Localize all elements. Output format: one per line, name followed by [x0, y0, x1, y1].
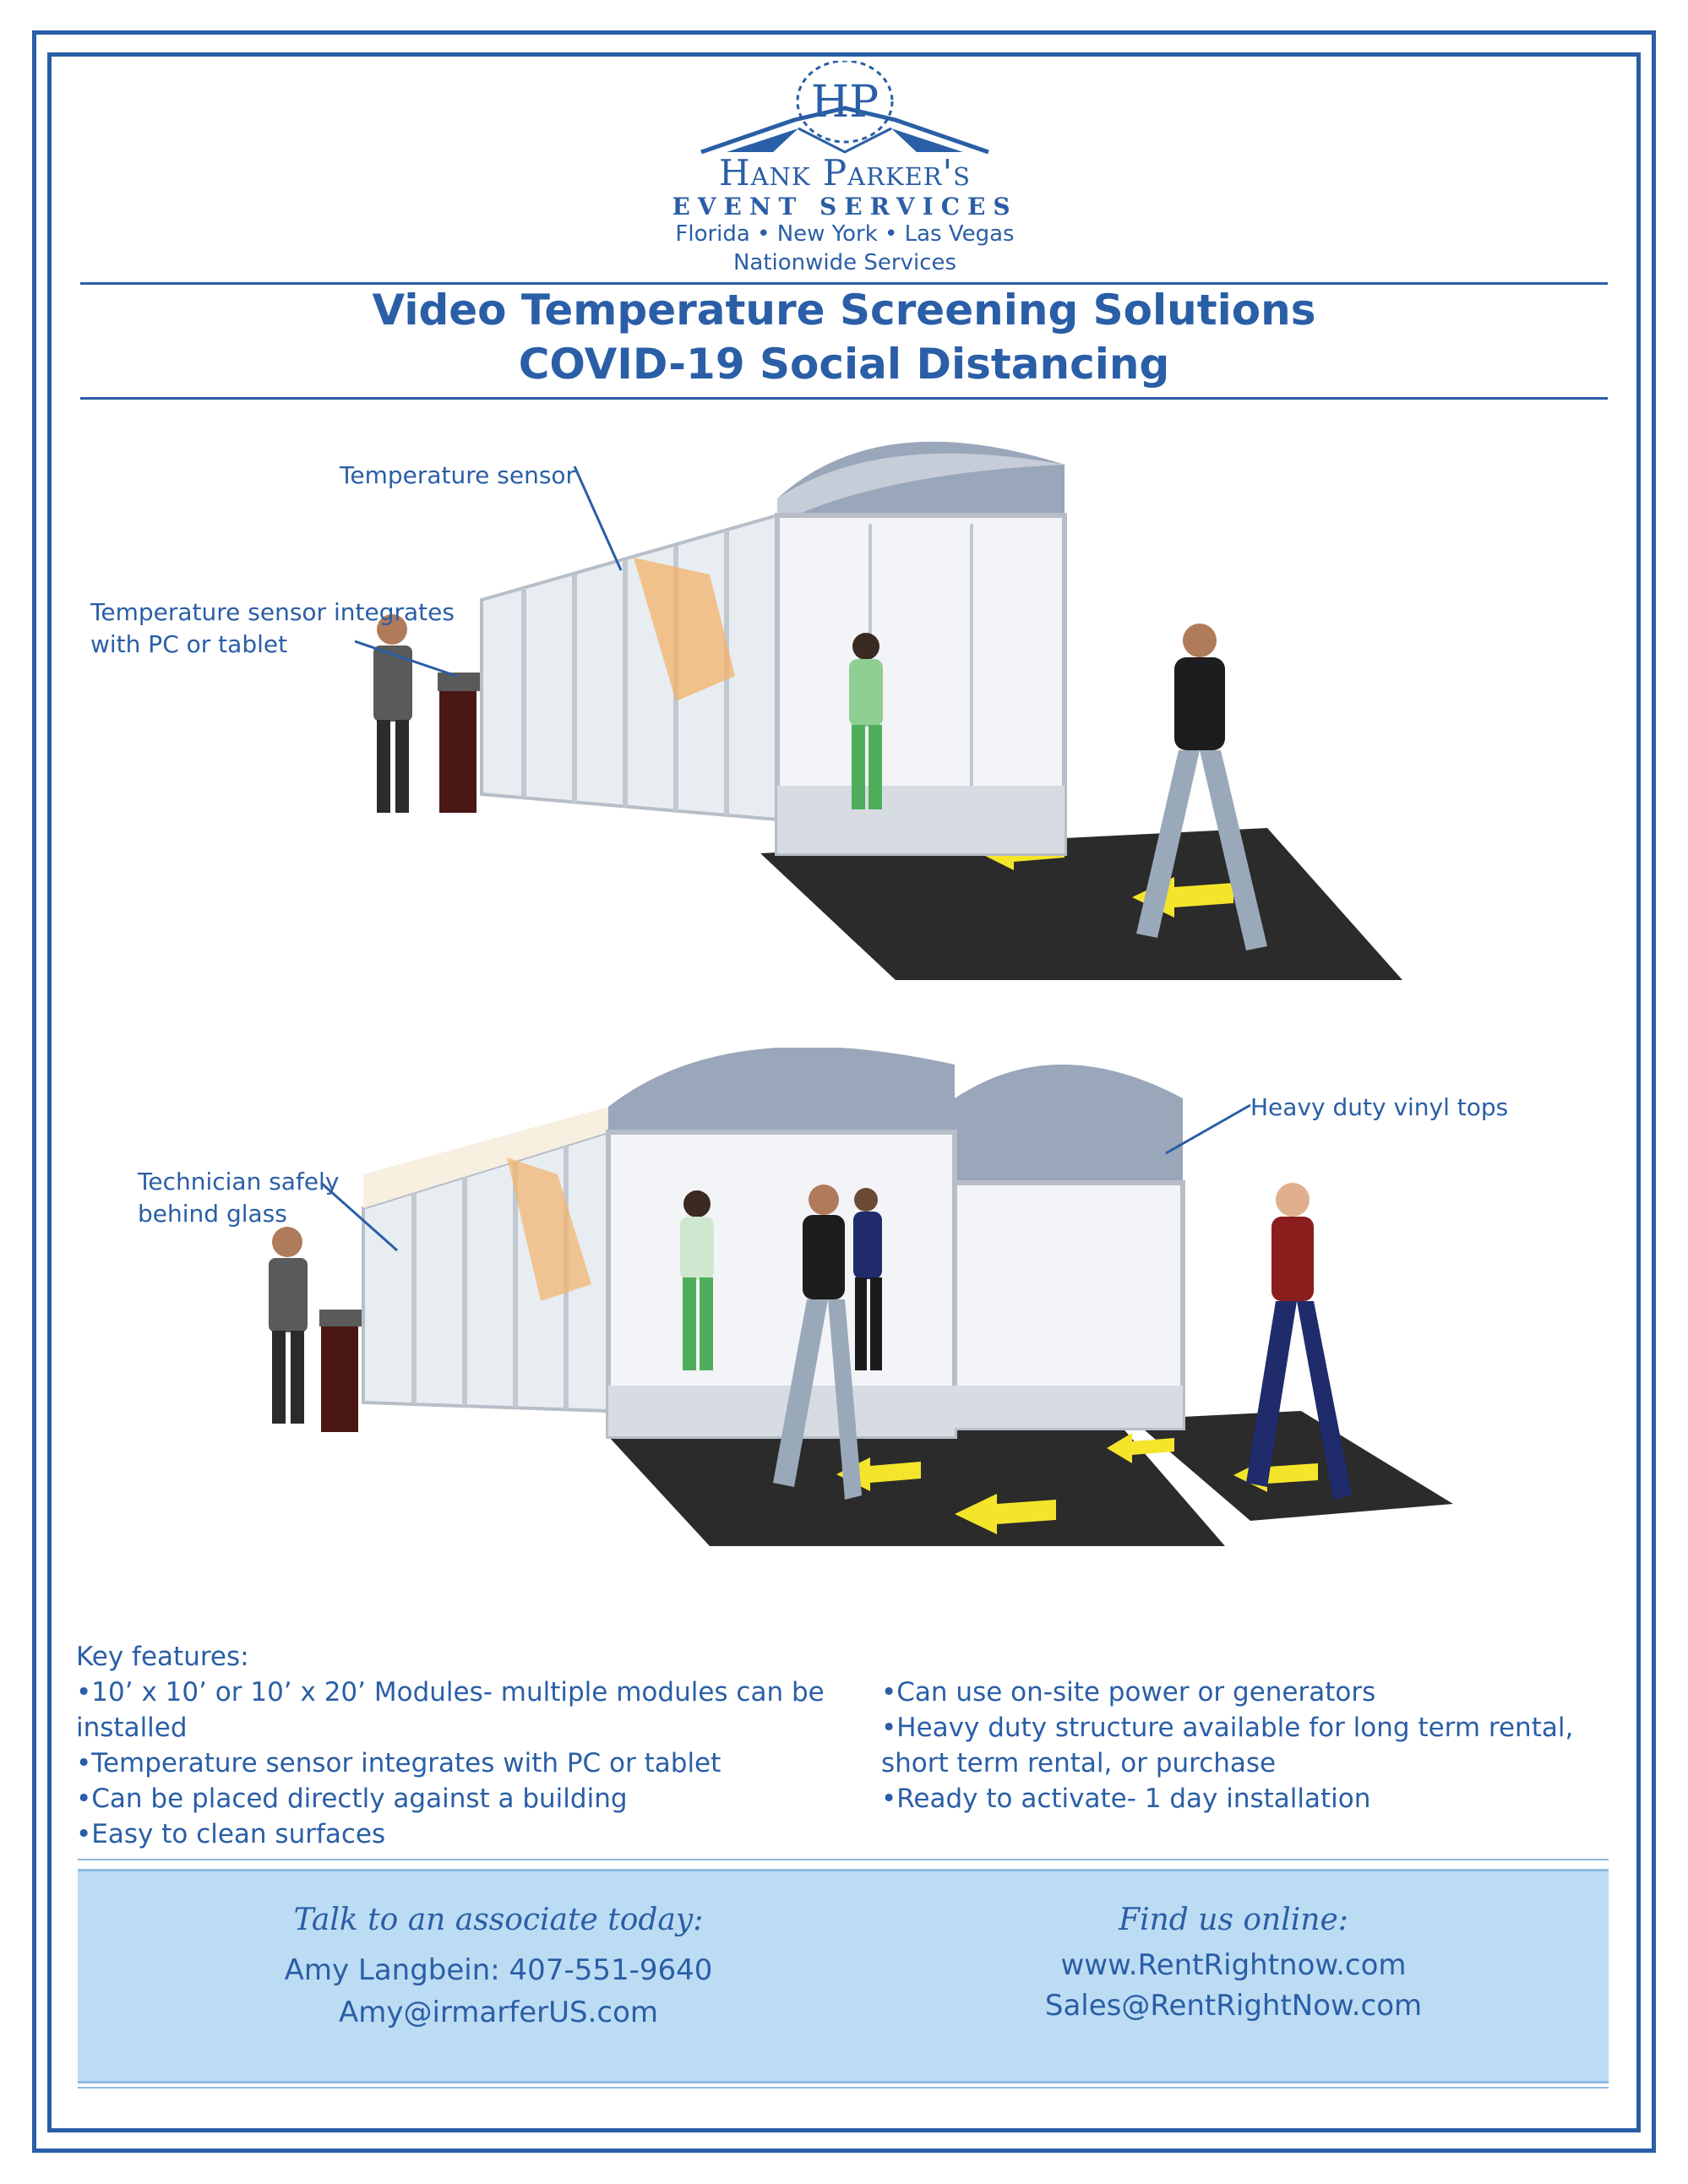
- page-title-line1: Video Temperature Screening Solutions: [372, 286, 1316, 335]
- features-heading: Key features:: [76, 1642, 249, 1672]
- tablet: [319, 1310, 362, 1326]
- brand-subtitle: EVENT SERVICES: [672, 193, 1018, 221]
- title-rule-bottom: [80, 397, 1608, 400]
- contact-left-heading: Talk to an associate today:: [293, 1903, 704, 1937]
- sensor-beam: [634, 558, 735, 701]
- sensor-beam: [507, 1157, 591, 1301]
- contact-right-heading: Find us online:: [1119, 1903, 1348, 1937]
- callout-technician-line1: Technician safely: [138, 1168, 340, 1195]
- callout-integrates-line2: with PC or tablet: [90, 630, 288, 658]
- person-inside: [680, 1190, 714, 1370]
- floor-mat: [608, 1419, 1225, 1546]
- screening-tunnel-illustration-single: [355, 441, 1402, 980]
- podium: [439, 686, 476, 813]
- feature-item: •Ready to activate- 1 day installation: [881, 1784, 1371, 1814]
- page-border-outer: [32, 30, 1656, 2153]
- contact-email[interactable]: Amy@irmarferUS.com: [338, 1996, 659, 2029]
- callout-line: [320, 1181, 398, 1252]
- page-border-inner: [47, 52, 1641, 2132]
- person-inside: [849, 633, 883, 809]
- screening-tunnel-illustration-double: [269, 1048, 1453, 1546]
- feature-item: •Easy to clean surfaces: [76, 1819, 386, 1849]
- features-right-column: •Can use on-site power or generators •He…: [881, 1675, 1608, 1816]
- feature-item: •Heavy duty structure available for long…: [881, 1713, 1574, 1778]
- callout-technician-line2: behind glass: [138, 1200, 287, 1228]
- feature-item: •Can be placed directly against a buildi…: [76, 1784, 628, 1814]
- features-left-column: Key features: •10’ x 10’ or 10’ x 20’ Mo…: [76, 1639, 836, 1852]
- brand-name: Hank Parker's: [718, 152, 972, 193]
- floor-arrow: [1107, 1433, 1174, 1463]
- person-walking-second-lane: [853, 1188, 882, 1370]
- contact-band: [78, 1869, 1609, 2083]
- canopy-roof: [955, 1065, 1183, 1200]
- feature-item: •10’ x 10’ or 10’ x 20’ Modules- multipl…: [76, 1677, 825, 1743]
- locations-line: Florida • New York • Las Vegas: [675, 221, 1015, 247]
- tablet: [438, 673, 480, 691]
- floor-arrow: [955, 1494, 1056, 1534]
- sales-email-link[interactable]: Sales@RentRightNow.com: [1044, 1989, 1423, 2023]
- contact-name-phone: Amy Langbein: 407-551-9640: [284, 1953, 713, 1987]
- feature-item: •Can use on-site power or generators: [881, 1677, 1376, 1707]
- nationwide-line: Nationwide Services: [732, 250, 957, 275]
- person-walking-in: [1136, 624, 1267, 950]
- logo-monogram: HP: [811, 77, 879, 128]
- callout-temperature-sensor: Temperature sensor: [340, 461, 576, 489]
- band-divider: [78, 1859, 1609, 1860]
- title-rule-top: [80, 282, 1608, 285]
- podium: [321, 1322, 358, 1432]
- callout-line: [573, 466, 623, 571]
- feature-item: •Temperature sensor integrates with PC o…: [76, 1748, 721, 1778]
- page-title-line2: COVID-19 Social Distancing: [518, 340, 1170, 389]
- company-logo: HP: [700, 61, 989, 155]
- callout-integrates-line1: Temperature sensor integrates: [90, 598, 455, 626]
- technician: [269, 1227, 308, 1424]
- website-link[interactable]: www.RentRightnow.com: [1060, 1948, 1407, 1982]
- band-divider: [78, 2087, 1609, 2089]
- person-approaching: [1246, 1183, 1352, 1500]
- callout-line: [1165, 1103, 1251, 1155]
- callout-line: [355, 640, 457, 678]
- person-walking-in: [773, 1185, 862, 1500]
- callout-vinyl-tops: Heavy duty vinyl tops: [1250, 1093, 1509, 1121]
- technician: [373, 614, 412, 813]
